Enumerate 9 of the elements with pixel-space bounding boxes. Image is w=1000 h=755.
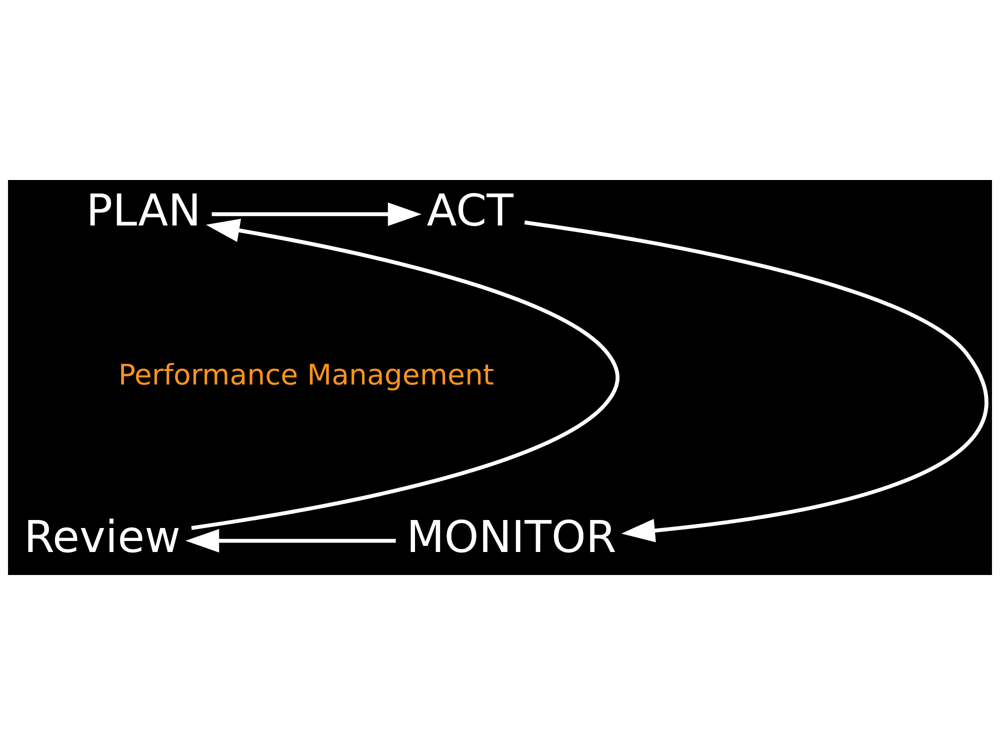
arrow	[524, 220, 988, 542]
node-text: Performance Management	[118, 358, 494, 392]
node-text: Review	[24, 512, 181, 564]
arrow	[212, 202, 422, 226]
node-text: PLAN	[86, 185, 201, 236]
arrow	[191, 218, 620, 530]
node-text: MONITOR	[406, 512, 616, 564]
node-text: ACT	[426, 185, 514, 236]
arrow	[185, 529, 396, 553]
